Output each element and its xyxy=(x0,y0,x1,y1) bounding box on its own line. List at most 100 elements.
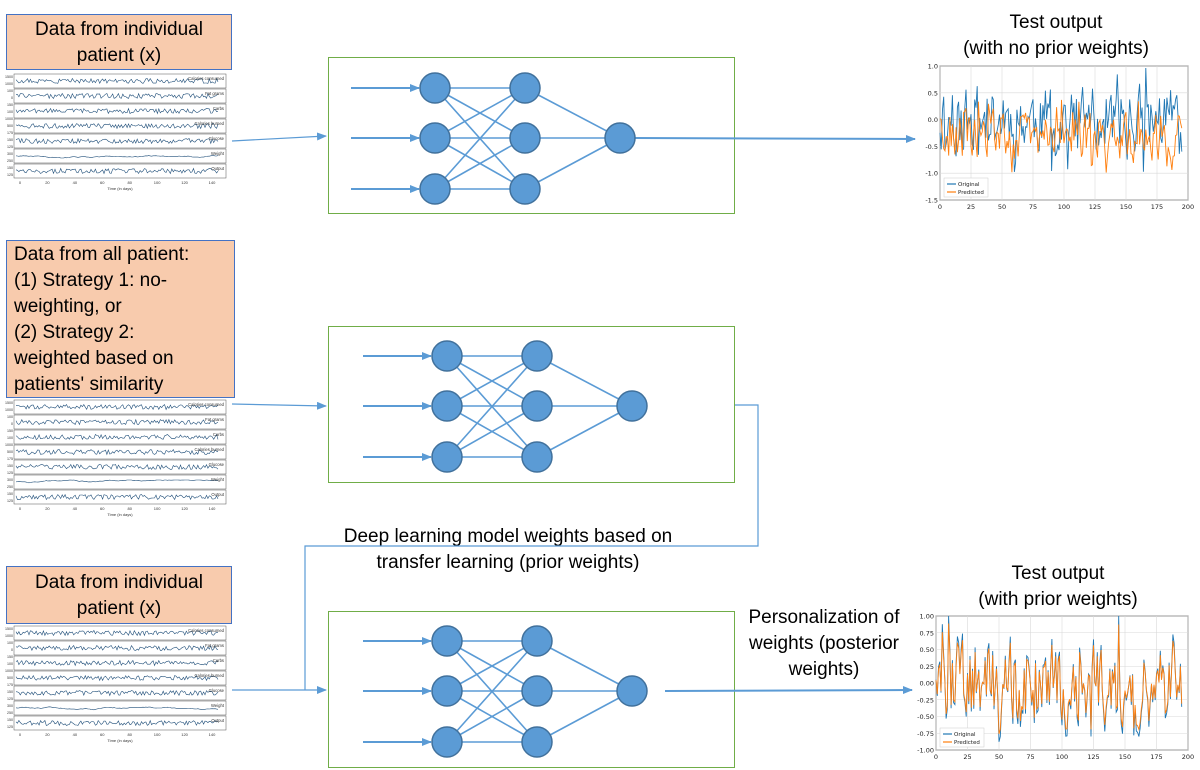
input-node xyxy=(419,72,451,104)
ytick-label: 1000 xyxy=(5,408,13,412)
track-series xyxy=(15,463,219,470)
ytick-label: 1000 xyxy=(5,634,13,638)
legend-label: Original xyxy=(954,732,976,738)
ytick-label: 150 xyxy=(7,103,13,107)
track-frame xyxy=(13,73,227,89)
label-line: transfer learning (prior weights) xyxy=(376,552,640,573)
ytick-label: 300 xyxy=(7,478,13,482)
data-box-individual-top: Data from individual patient (x) xyxy=(6,14,232,70)
hidden-node xyxy=(521,441,553,473)
ytick-label: 250 xyxy=(7,159,13,163)
ytick-label: 1000 xyxy=(5,669,13,673)
track-label: Carbs xyxy=(213,432,224,437)
ytick-label: 500 xyxy=(7,124,13,128)
xtick-label: 140 xyxy=(209,732,216,737)
xtick-label: 80 xyxy=(127,506,132,511)
track-frame xyxy=(13,715,227,731)
ytick-label: 100 xyxy=(7,662,13,666)
track-label: Glucose xyxy=(209,462,225,467)
ytick-label: 100 xyxy=(7,110,13,114)
track-frame xyxy=(13,444,227,460)
ytick-label: 100 xyxy=(7,415,13,419)
connection xyxy=(536,405,633,458)
track-label: Weight xyxy=(211,477,225,482)
connection xyxy=(536,355,633,407)
output-node xyxy=(616,390,648,422)
track-frame xyxy=(13,88,227,104)
xtick-label: 40 xyxy=(73,506,78,511)
neural-network xyxy=(363,340,648,473)
hidden-node xyxy=(521,625,553,657)
xtick-label: 0 xyxy=(19,506,22,511)
track-label: Calories burned xyxy=(194,673,224,678)
test-output-chart-with-prior: 1.000.750.500.250.00-0.25-0.50-0.75-1.00… xyxy=(917,613,1194,762)
output-node xyxy=(604,122,636,154)
input-node xyxy=(431,675,463,707)
track-frame xyxy=(13,625,227,641)
ytick-label: 1500 xyxy=(5,75,13,79)
label-line: Personalization of xyxy=(748,607,900,628)
input-node xyxy=(419,173,451,205)
data-box-individual-bottom: Data from individual patient (x) xyxy=(6,566,232,624)
track-series xyxy=(15,167,219,175)
xtick-label: 100 xyxy=(154,180,161,185)
track-series xyxy=(15,706,219,711)
ytick-label: 0.50 xyxy=(920,646,934,654)
track-frame xyxy=(13,429,227,445)
xtick-label: 25 xyxy=(967,203,975,211)
transfer-learning-label: Deep learning model weights based on tra… xyxy=(320,524,696,576)
track-frame xyxy=(13,103,227,119)
hidden-node xyxy=(509,122,541,154)
label-line: Test output xyxy=(1011,563,1105,584)
ytick-label: -0.75 xyxy=(917,730,934,738)
ytick-label: 1000 xyxy=(5,443,13,447)
track-frame xyxy=(13,685,227,701)
test-output-top-label: Test output (with no prior weights) xyxy=(936,10,1176,62)
ytick-label: 125 xyxy=(7,697,13,701)
ytick-label: 150 xyxy=(7,464,13,468)
track-label: Carbs xyxy=(213,658,224,663)
track-series xyxy=(15,493,219,501)
ytick-label: 0 xyxy=(11,648,13,652)
ytick-label: 175 xyxy=(7,683,13,687)
ytick-label: 150 xyxy=(7,718,13,722)
xtick-label: 100 xyxy=(154,732,161,737)
track-frame xyxy=(13,118,227,134)
data-box-line: (2) Strategy 2: xyxy=(14,322,135,343)
track-series xyxy=(15,659,219,667)
track-series xyxy=(15,449,219,456)
legend-label: Predicted xyxy=(954,740,980,746)
xtick-label: 20 xyxy=(45,506,50,511)
arrow-nn-bottom-to-output xyxy=(664,686,913,695)
track-label: Fat grams xyxy=(205,91,224,96)
track-label: Output xyxy=(211,492,224,497)
arrow-nn-top-to-output xyxy=(633,134,916,143)
xtick-label: 100 xyxy=(154,506,161,511)
data-box-line: (1) Strategy 1: no- xyxy=(14,270,168,291)
connection xyxy=(446,405,538,458)
input-node xyxy=(431,340,463,372)
ytick-label: 100 xyxy=(7,641,13,645)
xtick-label: 80 xyxy=(127,180,132,185)
ytick-label: 150 xyxy=(7,429,13,433)
ytick-label: 0.75 xyxy=(920,629,934,637)
input-node xyxy=(431,726,463,758)
track-frame xyxy=(13,148,227,164)
legend-label: Original xyxy=(958,182,980,188)
hidden-node xyxy=(521,340,553,372)
ytick-label: 500 xyxy=(7,450,13,454)
track-label: Output xyxy=(211,718,224,723)
track-series xyxy=(15,629,218,637)
input-node xyxy=(419,122,451,154)
ytick-label: 0.0 xyxy=(928,116,938,124)
legend-label: Predicted xyxy=(958,190,984,196)
data-box-line: weighting, or xyxy=(14,296,122,317)
xtick-label: 175 xyxy=(1150,753,1162,761)
connection xyxy=(434,87,526,139)
data-box-line: Data from individual xyxy=(35,572,203,593)
ytick-label: 1.00 xyxy=(920,613,934,621)
data-box-line: weighted based on xyxy=(14,348,174,369)
